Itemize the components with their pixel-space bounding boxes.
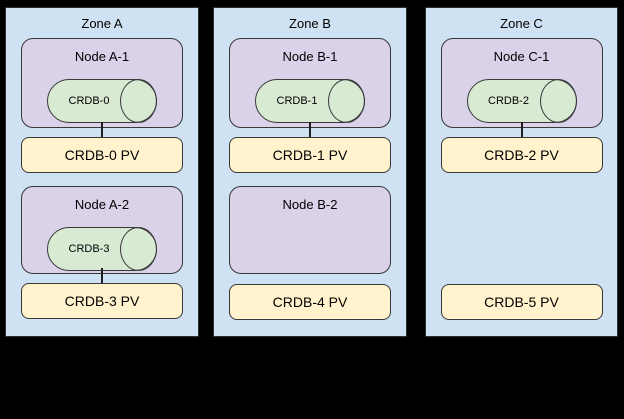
cylinder-cap-icon	[120, 79, 157, 123]
pod-to-pv-connector	[520, 122, 523, 137]
cylinder-cap-icon	[120, 227, 157, 271]
crdb-pod-cylinder-icon: CRDB-3	[47, 227, 157, 271]
node-b2-label: Node B-2	[282, 197, 338, 212]
node-a2: Node A-2 CRDB-3	[21, 186, 183, 274]
pv-crdb-4-unattached: CRDB-4 PV	[229, 284, 391, 320]
zone-b-label: Zone B	[289, 16, 331, 31]
node-b1-label: Node B-1	[282, 49, 338, 64]
node-c1: Node C-1 CRDB-2	[440, 38, 603, 128]
pod-crdb-2-label: CRDB-2	[488, 95, 529, 107]
crdb-pod-cylinder-icon: CRDB-1	[255, 79, 365, 123]
pv-crdb-0: CRDB-0 PV	[21, 137, 183, 173]
node-a2-label: Node A-2	[74, 197, 130, 212]
node-b1: Node B-1 CRDB-1	[229, 38, 391, 128]
crdb-pod-cylinder-icon: CRDB-0	[47, 79, 157, 123]
zone-a-label: Zone A	[81, 16, 123, 31]
node-b2-empty: Node B-2	[229, 186, 391, 274]
pv-crdb-2: CRDB-2 PV	[440, 137, 603, 173]
node-c1-label: Node C-1	[493, 49, 550, 64]
pod-to-pv-connector	[101, 122, 103, 137]
zone-c: Zone C Node C-1 CRDB-2 CRDB-2 PV CRDB-5 …	[425, 7, 618, 337]
crdb-pod-cylinder-icon: CRDB-2	[466, 79, 577, 123]
pv-crdb-1: CRDB-1 PV	[229, 137, 391, 173]
zone-a: Zone A Node A-1 CRDB-0 CRDB-0 PV Node A-…	[5, 7, 199, 337]
cylinder-cap-icon	[539, 79, 577, 123]
zone-c-label: Zone C	[500, 16, 543, 31]
pod-to-pv-connector	[101, 268, 103, 283]
zone-b: Zone B Node B-1 CRDB-1 CRDB-1 PV Node B-…	[213, 7, 407, 337]
pod-crdb-1-label: CRDB-1	[276, 95, 318, 107]
pv-crdb-3: CRDB-3 PV	[21, 283, 183, 319]
pod-to-pv-connector	[309, 122, 311, 137]
pv-crdb-5-unattached: CRDB-5 PV	[440, 284, 603, 320]
pod-crdb-3-label: CRDB-3	[68, 243, 110, 255]
pod-crdb-0-label: CRDB-0	[68, 95, 110, 107]
node-a1: Node A-1 CRDB-0	[21, 38, 183, 128]
cylinder-cap-icon	[328, 79, 365, 123]
node-a1-label: Node A-1	[74, 49, 130, 64]
